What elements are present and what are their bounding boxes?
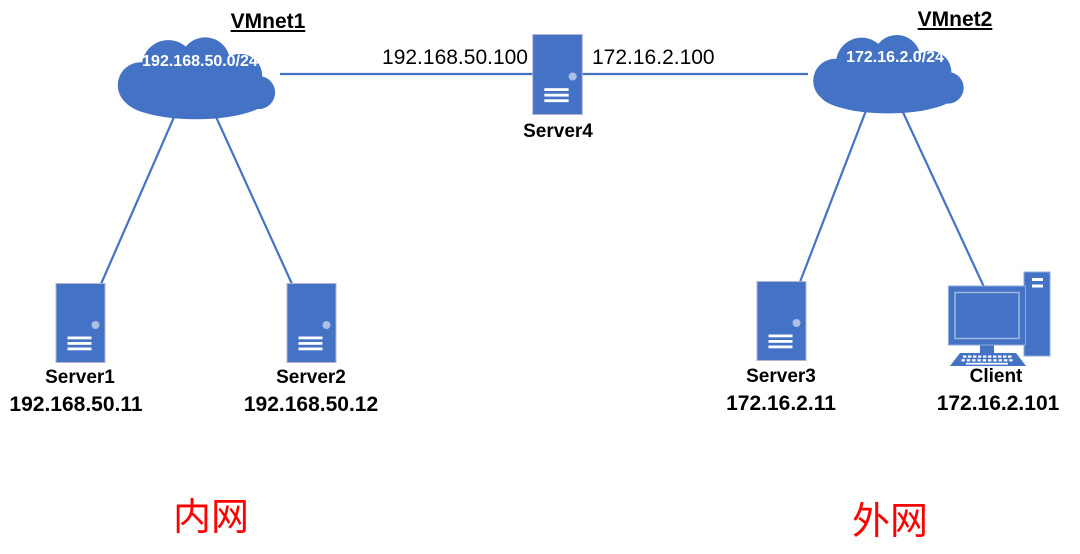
node-ip-server1: 192.168.50.11 bbox=[9, 393, 143, 416]
connection-line-vmnet2-client bbox=[900, 107, 985, 288]
network-title-vmnet2: VMnet2 bbox=[917, 8, 993, 31]
node-name-server1: Server1 bbox=[45, 367, 115, 388]
connection-line-vmnet2-server3 bbox=[798, 107, 869, 283]
node-ip-server2: 192.168.50.12 bbox=[243, 393, 379, 416]
zone-label-external: 外网 bbox=[851, 501, 928, 543]
cloud-icon-vmnet2 bbox=[788, 28, 988, 116]
interface-ip-server4-right: 172.16.2.100 bbox=[592, 46, 715, 69]
cloud-icon-vmnet1 bbox=[96, 30, 296, 122]
node-name-server4: Server4 bbox=[523, 121, 593, 142]
interface-ip-server4-left: 192.168.50.100 bbox=[382, 46, 528, 69]
subnet-label-vmnet1: 192.168.50.0/24 bbox=[142, 53, 258, 70]
connection-line-vmnet1-server1 bbox=[99, 107, 180, 285]
node-name-client: Client bbox=[969, 366, 1023, 387]
subnet-label-vmnet2: 172.16.2.0/24 bbox=[846, 49, 944, 66]
network-title-vmnet1: VMnet1 bbox=[230, 10, 306, 33]
connection-line-vmnet1-server2 bbox=[210, 107, 294, 285]
node-ip-server3: 172.16.2.11 bbox=[726, 392, 836, 415]
node-name-server2: Server2 bbox=[276, 367, 346, 388]
server-tower-icon-server4 bbox=[532, 34, 583, 115]
desktop-computer-icon-client bbox=[948, 266, 1054, 366]
node-name-server3: Server3 bbox=[746, 366, 816, 387]
server-tower-icon-server1 bbox=[55, 283, 106, 363]
node-ip-client: 172.16.2.101 bbox=[936, 392, 1060, 415]
server-tower-icon-server3 bbox=[756, 281, 807, 361]
zone-label-internal: 内网 bbox=[172, 497, 249, 539]
server-tower-icon-server2 bbox=[286, 283, 337, 363]
